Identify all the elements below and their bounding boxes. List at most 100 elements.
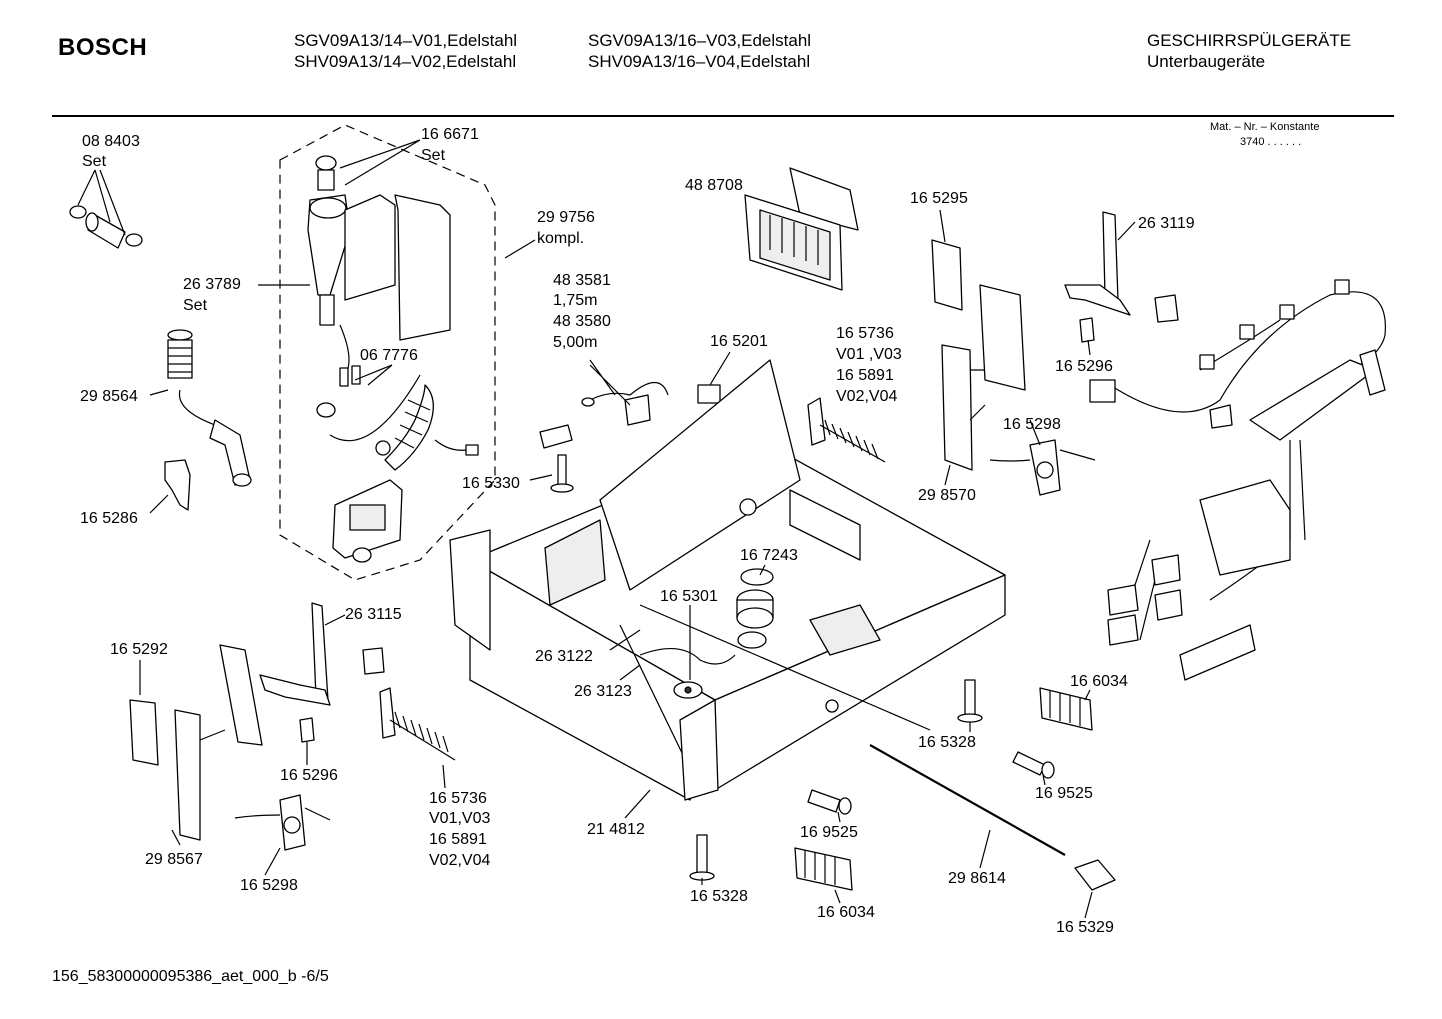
part-label: 16 5286 <box>80 510 138 527</box>
part-label: 29 9756 <box>537 209 595 226</box>
part-label: 16 5330 <box>462 475 520 492</box>
part-label: 16 5328 <box>690 888 748 905</box>
part-label: 26 3122 <box>535 648 593 665</box>
brand-logo: BOSCH <box>58 34 148 61</box>
part-label: 21 4812 <box>587 821 645 838</box>
part-label: 26 3115 <box>345 606 402 623</box>
mat-nr-value: 3740 . . . . . . <box>1240 136 1302 148</box>
side-bracket-part <box>941 284 1026 471</box>
side-cover-part <box>931 239 963 311</box>
part-label: Set <box>183 297 208 314</box>
seal-ring-part <box>736 568 774 649</box>
control-module-part <box>744 167 859 291</box>
clip-part <box>1079 317 1095 343</box>
leader-lines <box>77 139 1136 919</box>
header-rule <box>52 115 1394 117</box>
drain-hose-part <box>167 329 252 487</box>
part-label: V02,V04 <box>429 852 490 869</box>
left-bracket-part <box>174 644 263 841</box>
valve-assembly-part <box>307 155 451 418</box>
part-label: 16 5328 <box>918 734 976 751</box>
top-bracket-part <box>1064 211 1179 323</box>
model-line: SHV09A13/14–V02,Edelstahl <box>294 52 517 71</box>
clamp-set-part <box>69 205 143 249</box>
rod-part <box>869 744 1066 856</box>
part-label: 26 3789 <box>183 276 241 293</box>
part-label: 16 5329 <box>1056 919 1114 936</box>
part-label: 16 5736 <box>429 790 487 807</box>
category-title: GESCHIRRSPÜLGERÄTE <box>1147 31 1352 50</box>
part-label: 16 5891 <box>429 831 487 848</box>
part-label: 48 8708 <box>685 177 743 194</box>
sensor-cable-part <box>581 381 669 426</box>
part-label: 16 5296 <box>1055 358 1113 375</box>
bolt-part <box>807 789 852 815</box>
subcategory-title: Unterbaugeräte <box>1147 52 1266 71</box>
part-label: 08 8403 <box>82 133 140 150</box>
part-label: 5,00m <box>553 334 597 351</box>
part-label: 48 3581 <box>553 272 611 289</box>
part-labels: 08 8403 Set 16 6671 Set 29 9756 kompl. 2… <box>80 126 1195 936</box>
spring-part <box>379 687 456 761</box>
assembly-group-outline <box>279 124 496 581</box>
model-line: SGV09A13/14–V01,Edelstahl <box>294 31 518 50</box>
part-label: 16 5296 <box>280 767 338 784</box>
part-label: Set <box>82 153 107 170</box>
part-label: 16 5736 <box>836 325 894 342</box>
part-label: V01,V03 <box>429 810 490 827</box>
part-label: 16 5292 <box>110 641 168 658</box>
part-label: 16 5891 <box>836 367 894 384</box>
wiring-harness-part <box>1089 279 1386 681</box>
screw-part <box>689 834 715 881</box>
model-line: SGV09A13/16–V03,Edelstahl <box>588 31 812 50</box>
part-label: V02,V04 <box>836 388 897 405</box>
part-label: 16 6034 <box>1070 673 1128 690</box>
connector-part <box>697 384 721 404</box>
part-label: 16 5295 <box>910 190 968 207</box>
mat-nr-label: Mat. – Nr. – Konstante <box>1210 121 1320 133</box>
comb-bracket-part <box>1039 687 1093 731</box>
mid-bracket-part <box>259 602 385 706</box>
sensor-part <box>234 794 331 851</box>
part-label: 48 3580 <box>553 313 611 330</box>
left-cover-part <box>129 699 159 766</box>
bolt-part <box>1012 751 1055 779</box>
part-label: 16 9525 <box>800 824 858 841</box>
part-label: 16 6034 <box>817 904 875 921</box>
document-footer: 156_58300000095386_aet_000_b -6/5 <box>52 968 329 985</box>
coil-hose-part <box>329 374 479 471</box>
part-label: 1,75m <box>553 292 597 309</box>
part-label: Set <box>421 147 446 164</box>
part-label: 26 3123 <box>574 683 632 700</box>
screw-part <box>957 679 983 723</box>
part-label: 06 7776 <box>360 347 418 364</box>
comb-bracket-part <box>794 847 853 891</box>
part-label: 26 3119 <box>1138 215 1195 232</box>
block-part <box>539 424 573 449</box>
part-label: 29 8614 <box>948 870 1006 887</box>
part-label: 16 9525 <box>1035 785 1093 802</box>
part-label: 29 8564 <box>80 388 138 405</box>
part-label: kompl. <box>537 230 584 247</box>
base-tub-part <box>449 359 1006 801</box>
end-cap-part <box>1074 859 1116 891</box>
sensor-part <box>989 439 1096 496</box>
spring-part <box>807 397 886 463</box>
part-label: 16 5298 <box>1003 416 1061 433</box>
category-block: GESCHIRRSPÜLGERÄTE Unterbaugeräte <box>1147 30 1351 72</box>
screw-part <box>550 454 574 493</box>
clip-part <box>299 717 315 743</box>
part-label: 29 8567 <box>145 851 203 868</box>
part-label: V01 ,V03 <box>836 346 902 363</box>
part-label: 16 5201 <box>710 333 768 350</box>
model-column-1: SGV09A13/14–V01,Edelstahl SHV09A13/14–V0… <box>294 30 517 72</box>
part-label: 16 5298 <box>240 877 298 894</box>
model-line: SHV09A13/16–V04,Edelstahl <box>588 52 811 71</box>
part-label: 29 8570 <box>918 487 976 504</box>
part-label: 16 7243 <box>740 547 798 564</box>
part-label: 16 6671 <box>421 126 479 143</box>
float-chamber-part <box>332 479 403 563</box>
clip-part <box>164 459 191 511</box>
heater-wire-part <box>639 647 736 699</box>
